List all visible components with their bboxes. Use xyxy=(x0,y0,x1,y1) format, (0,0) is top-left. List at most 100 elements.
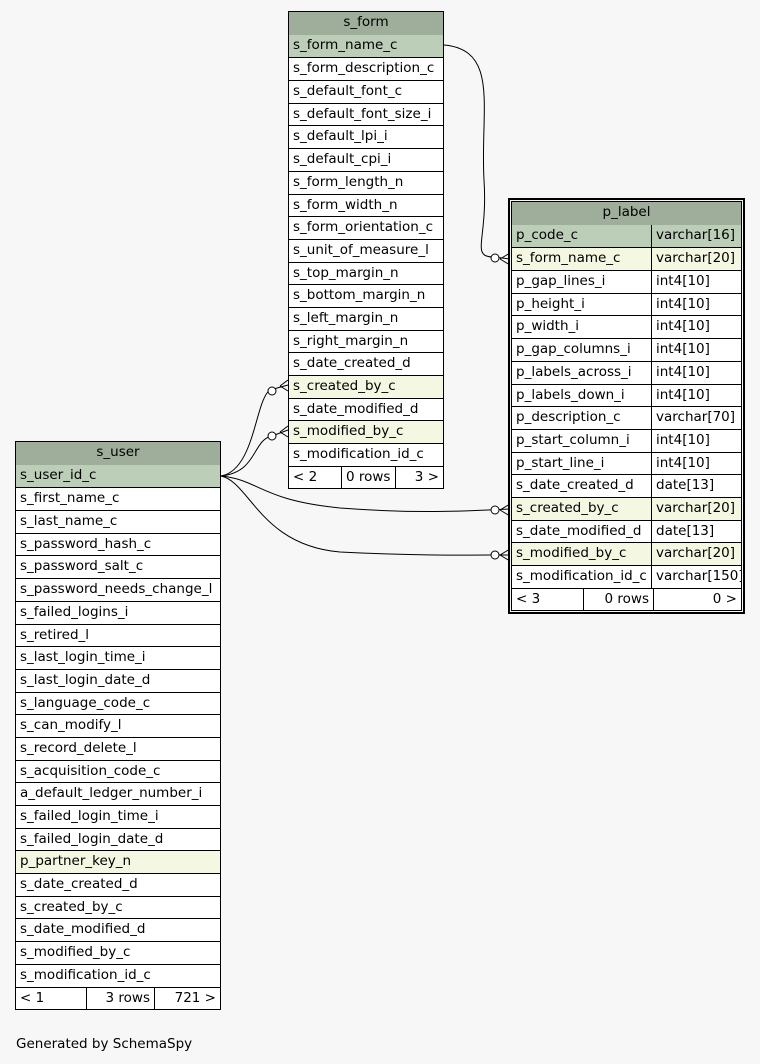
table-s-form[interactable]: s_form s_form_name_c s_form_description_c… xyxy=(288,11,444,490)
column-type: varchar[20] xyxy=(651,248,741,271)
column-name: s_password_salt_c xyxy=(20,558,144,575)
table-title: s_form xyxy=(343,14,389,30)
column-row[interactable]: s_first_name_c xyxy=(16,487,220,510)
column-row[interactable]: p_partner_key_n xyxy=(16,850,220,874)
column-row[interactable]: s_can_modify_l xyxy=(16,714,220,737)
table-header[interactable]: s_user xyxy=(16,442,220,465)
column-row[interactable]: s_right_margin_n xyxy=(289,329,443,353)
column-name: p_labels_down_i xyxy=(516,386,625,403)
column-row[interactable]: s_date_modified_d xyxy=(16,918,220,941)
column-row[interactable]: s_default_font_size_i xyxy=(289,102,443,126)
column-row[interactable]: s_date_created_d xyxy=(16,873,220,896)
column-name: s_date_created_d xyxy=(293,355,411,372)
row-count: 0 rows xyxy=(583,588,653,611)
parents-link[interactable]: < 3 xyxy=(516,590,541,607)
column-name: p_partner_key_n xyxy=(20,853,132,870)
column-row[interactable]: s_unit_of_measure_l xyxy=(289,238,443,262)
column-row[interactable]: s_default_font_c xyxy=(289,80,443,103)
column-name: s_form_name_c xyxy=(293,36,398,53)
column-name: p_start_line_i xyxy=(516,454,605,471)
column-row[interactable]: s_date_created_d xyxy=(289,352,443,375)
generator-credit: Generated by SchemaSpy xyxy=(16,1036,193,1052)
column-name: s_retired_l xyxy=(20,626,90,643)
column-name: p_height_i xyxy=(516,295,585,312)
column-row[interactable]: s_password_needs_change_l xyxy=(16,578,220,601)
column-row[interactable]: s_record_delete_l xyxy=(16,736,220,760)
column-row[interactable]: s_date_modified_d xyxy=(289,397,443,421)
column-type: date[13] xyxy=(651,475,741,497)
column-name: s_failed_logins_i xyxy=(20,603,129,620)
column-row[interactable]: s_last_login_date_d xyxy=(16,668,220,692)
column-name: s_password_hash_c xyxy=(20,535,152,552)
column-name: s_modification_id_c xyxy=(293,446,424,463)
column-row[interactable]: s_last_name_c xyxy=(16,510,220,533)
column-name: s_modification_id_c xyxy=(20,966,151,983)
column-name: s_default_font_c xyxy=(293,83,403,100)
column-row[interactable]: s_failed_login_time_i xyxy=(16,805,220,828)
column-row[interactable]: s_bottom_margin_n xyxy=(289,284,443,307)
column-row[interactable]: s_password_hash_c xyxy=(16,532,220,556)
column-row[interactable]: s_form_length_n xyxy=(289,170,443,194)
children-link[interactable]: 721 > xyxy=(154,987,220,1010)
parents-link[interactable]: < 2 xyxy=(293,468,318,485)
column-row[interactable]: s_failed_login_date_d xyxy=(16,827,220,851)
column-type: int4[10] xyxy=(651,316,741,339)
column-row[interactable]: s_form_orientation_c xyxy=(289,216,443,239)
column-type: int4[10] xyxy=(651,429,741,452)
column-name: p_code_c xyxy=(516,226,579,243)
edge-s-form-to-p-label xyxy=(443,44,511,260)
column-row[interactable]: s_created_by_c xyxy=(16,895,220,919)
column-row[interactable]: s_failed_logins_i xyxy=(16,600,220,624)
column-row[interactable]: s_modification_id_c xyxy=(289,443,443,466)
optional-circle-s-form-modified xyxy=(267,431,277,441)
column-row[interactable]: s_last_login_time_i xyxy=(16,646,220,669)
column-name: s_form_description_c xyxy=(293,60,435,77)
column-row[interactable]: s_default_lpi_i xyxy=(289,125,443,148)
column-row[interactable]: s_form_width_n xyxy=(289,193,443,217)
table-header[interactable]: s_form xyxy=(289,12,443,35)
column-row[interactable]: s_modification_id_c xyxy=(16,963,220,987)
column-type: varchar[20] xyxy=(651,497,741,520)
column-row[interactable]: s_form_name_c xyxy=(289,34,443,58)
children-link[interactable]: 3 > xyxy=(395,466,443,489)
column-name: s_password_needs_change_l xyxy=(20,581,213,598)
parents-link[interactable]: < 1 xyxy=(20,989,45,1006)
column-row[interactable]: s_left_margin_n xyxy=(289,306,443,330)
column-name: s_form_length_n xyxy=(293,173,404,190)
column-row[interactable]: s_top_margin_n xyxy=(289,261,443,285)
column-row[interactable]: s_acquisition_code_c xyxy=(16,759,220,783)
column-row[interactable]: s_modified_by_c xyxy=(289,420,443,444)
column-row[interactable]: s_form_description_c xyxy=(289,57,443,80)
crowfoot-s-form-name xyxy=(499,252,511,260)
column-row[interactable]: a_default_ledger_number_i xyxy=(16,782,220,805)
column-row[interactable]: s_user_id_c xyxy=(16,464,220,488)
table-header[interactable]: p_label xyxy=(512,202,741,225)
column-row[interactable]: s_password_salt_c xyxy=(16,555,220,578)
column-name: s_modified_by_c xyxy=(293,423,404,440)
children-link[interactable]: 0 > xyxy=(653,588,741,611)
column-row[interactable]: s_retired_l xyxy=(16,623,220,647)
column-row[interactable]: s_default_cpi_i xyxy=(289,148,443,171)
column-row[interactable]: s_modified_by_c xyxy=(16,941,220,964)
column-type: date[13] xyxy=(651,520,741,543)
column-row[interactable]: s_language_code_c xyxy=(16,691,220,715)
column-row[interactable]: s_created_by_c xyxy=(289,375,443,398)
